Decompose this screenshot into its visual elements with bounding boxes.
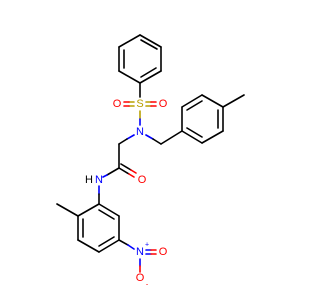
bond [118, 239, 129, 246]
bond [118, 167, 130, 175]
atom-s: S [136, 98, 143, 110]
atom-o: O [113, 98, 122, 110]
molecule-structure: S O O N O N H N + O O - [56, 34, 245, 289]
bond [106, 167, 120, 176]
atom-label-n: N [136, 126, 144, 138]
atom-labels: S O O N O N H N + O O - [85, 98, 168, 289]
bond [201, 94, 224, 108]
bond [120, 163, 132, 171]
bond [145, 134, 154, 140]
bond [102, 174, 108, 178]
bond [98, 209, 115, 220]
atom-label-o: O [159, 246, 168, 258]
bond [128, 173, 135, 178]
atom-o: O [159, 98, 168, 110]
atom-n: N [136, 126, 144, 138]
bond [126, 134, 135, 140]
bond [77, 203, 100, 217]
bond [140, 67, 157, 78]
bond [181, 94, 203, 108]
atom-label-s: S [136, 98, 143, 110]
bond [222, 94, 245, 108]
bond [118, 70, 141, 84]
bond [56, 203, 79, 217]
atom-label-o: O [136, 272, 145, 284]
bond [201, 130, 224, 144]
atom-label-o: O [113, 98, 122, 110]
bond [139, 70, 162, 84]
atom-o: O [159, 246, 168, 258]
bond [160, 130, 183, 145]
atom-label-o: O [159, 98, 168, 110]
atom-charge: - [146, 282, 149, 289]
atom-o-minus: O - [136, 272, 149, 289]
bond [118, 138, 128, 145]
atom-label-n: N [136, 246, 144, 258]
bond [186, 100, 203, 111]
bond [118, 34, 141, 48]
atom-o: O [138, 174, 147, 186]
atom-label-h: H [85, 174, 93, 186]
atom-n-plus: N + [136, 242, 149, 259]
bond [139, 34, 162, 48]
bond [127, 244, 135, 250]
bonds [56, 34, 245, 273]
bond [130, 169, 137, 174]
bond [77, 239, 100, 253]
atom-label-n: N [95, 174, 103, 186]
atom-label-o: O [138, 174, 147, 186]
bond [98, 239, 120, 253]
atom-charge: + [145, 242, 149, 249]
bond [181, 130, 203, 144]
atom-nh: N H [85, 174, 103, 186]
bond [98, 203, 120, 217]
bond [152, 138, 162, 145]
bond [140, 39, 158, 50]
bond [186, 127, 203, 138]
bond [98, 236, 115, 247]
